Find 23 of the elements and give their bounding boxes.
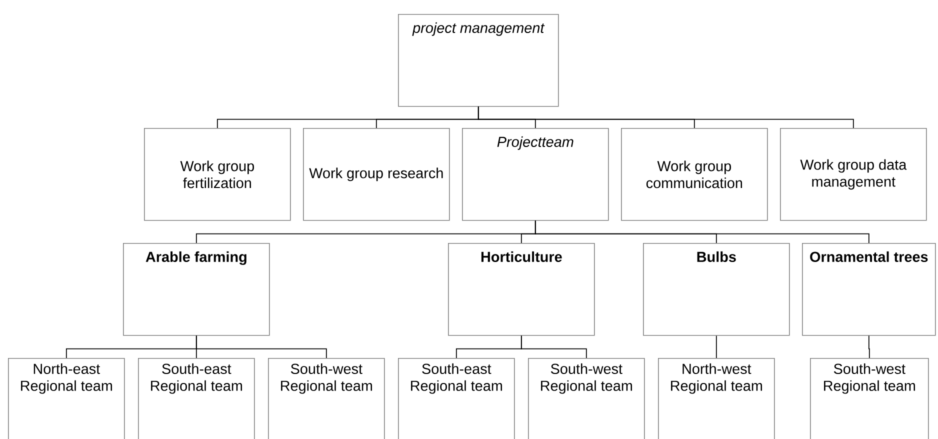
- sector-box: Ornamental trees: [802, 242, 936, 336]
- management-box: project management: [398, 14, 559, 107]
- sector-box: Horticulture: [448, 242, 595, 336]
- sector-box: Bulbs: [643, 242, 790, 336]
- regional-team-box: North-west Regional team: [658, 358, 775, 439]
- connector: [520, 335, 587, 358]
- work-group-box: Work group fertilization: [144, 128, 291, 221]
- team-box: Projectteam: [462, 128, 609, 221]
- work-group-box: Work group communication: [621, 128, 768, 221]
- regional-team-box: South-west Regional team: [268, 358, 385, 439]
- connector: [534, 220, 870, 244]
- connector: [868, 335, 870, 358]
- regional-team-box: South-west Regional team: [810, 358, 929, 439]
- regional-team-box: South-east Regional team: [138, 358, 255, 439]
- regional-team-box: South-east Regional team: [398, 358, 515, 439]
- regional-team-box: North-east Regional team: [8, 358, 125, 439]
- work-group-box: Work group research: [303, 128, 450, 221]
- sector-box: Arable farming: [123, 242, 270, 336]
- work-group-box: Work group data management: [780, 128, 927, 221]
- connector: [716, 335, 717, 358]
- regional-team-box: South-west Regional team: [528, 358, 645, 439]
- connector: [478, 106, 854, 128]
- connector: [196, 335, 327, 358]
